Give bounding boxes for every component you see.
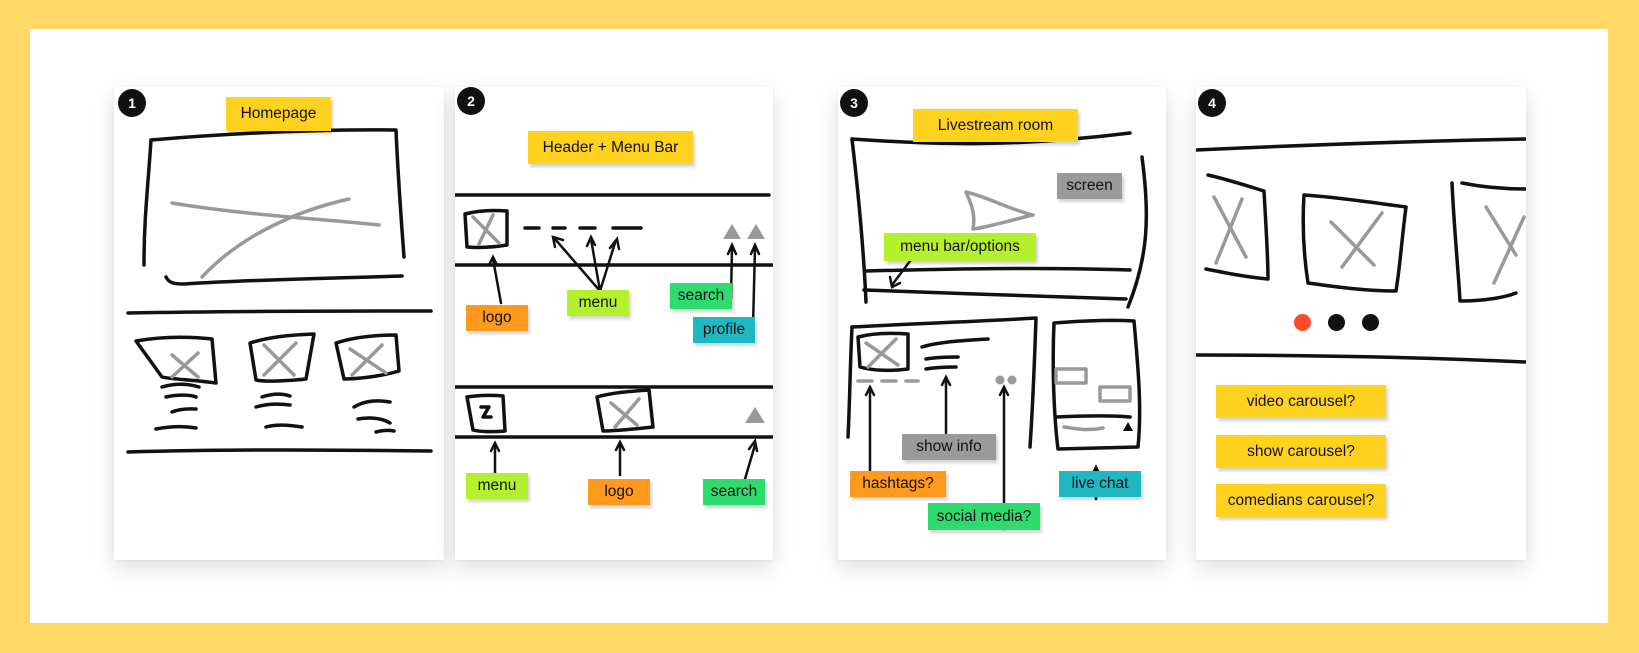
livestream-room-sketch [846,131,1149,531]
carousel-dot-active[interactable] [1294,314,1311,331]
dot-icon [1007,375,1017,385]
note-search: search [670,283,732,309]
note-menu-bar-options: menu bar/options [884,233,1036,261]
note-live-chat: live chat [1059,471,1141,497]
panel-3-livestream-room: 3 Livestream room screen menu bar/option… [838,87,1166,560]
triangle-icon [723,224,741,239]
note-header-menu-bar: Header + Menu Bar [528,131,693,164]
carousel-dot[interactable] [1328,314,1345,331]
note-menu-mobile: menu [466,473,528,499]
triangle-icon [1123,422,1133,431]
note-profile: profile [693,317,755,343]
note-homepage: Homepage [226,97,331,131]
note-show-carousel: show carousel? [1216,435,1386,468]
whiteboard: 1 Homepage [30,29,1608,623]
note-social-media: social media? [928,503,1040,530]
note-livestream-room: Livestream room [913,109,1078,142]
panel-number-badge: 1 [118,89,146,117]
carousel-sketch [1196,137,1526,364]
note-logo: logo [466,305,528,331]
carousel-dot[interactable] [1362,314,1379,331]
dot-icon [995,375,1005,385]
note-show-info: show info [902,434,996,460]
homepage-sketch [126,128,433,454]
carousel-indicator [1294,314,1394,332]
note-hashtags: hashtags? [850,471,946,497]
note-menu: menu [567,290,629,316]
note-screen: screen [1057,173,1122,199]
note-video-carousel: video carousel? [1216,385,1386,418]
note-logo-mobile: logo [588,479,650,505]
panel-number-badge: 3 [840,89,868,117]
note-search-mobile: search [703,479,765,505]
note-comedians-carousel: comedians carousel? [1216,484,1386,517]
triangle-icon [747,224,765,239]
panel-2-header-menu-bar: 2 Header + Menu Bar logo menu search pro… [455,87,773,560]
triangle-icon [745,407,765,423]
panel-number-badge: 2 [457,87,485,115]
panel-4-carousels: 4 video carousel? show carousel? comedia… [1196,87,1526,560]
panel-number-badge: 4 [1198,89,1226,117]
panel-1-homepage: 1 Homepage [114,87,444,560]
header-menu-bar-sketch [455,193,773,481]
